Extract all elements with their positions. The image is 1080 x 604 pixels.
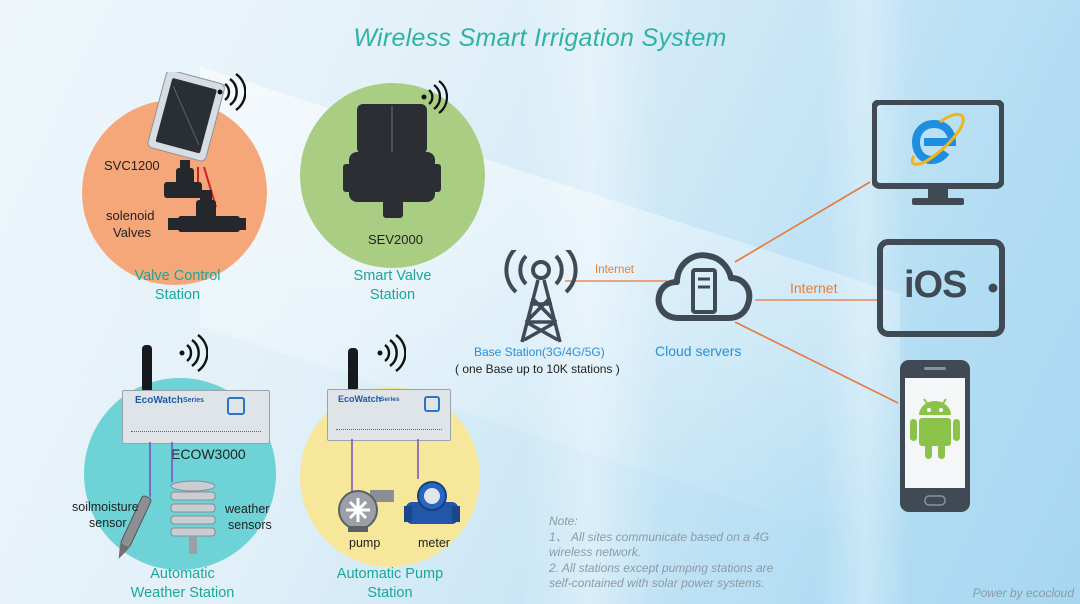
valves-label: Valves [113,225,152,240]
pump-wires [351,439,419,494]
cloud-servers-caption: Cloud servers [655,343,742,359]
tablet-icon [877,239,1005,337]
cloud-server-icon [655,252,753,321]
internet-label-cloud: Internet [790,280,838,296]
note-block: Note: 1、 All sites communicate based on … [549,514,774,590]
wifi-signal-icon [217,73,246,111]
solenoid-valves-icon [164,160,246,232]
ecowatch-device-box: EcoWatch Series [122,390,270,444]
desktop-monitor-icon [872,100,1004,205]
wifi-signal-icon [179,334,208,372]
sev2000-label: SEV2000 [368,232,423,247]
ecowatch-series: Series [380,396,400,403]
wifi-signal-icon [421,80,448,114]
ecowatch-logo-icon [227,397,245,415]
ecowatch-series: Series [183,397,205,404]
pump-label: pump [349,536,381,550]
pump-station-caption: Automatic Pump Station [336,566,444,601]
cloud-to-phone-line [734,321,899,404]
base-station-capacity: ( one Base up to 10K stations ) [455,362,620,376]
soil-moisture-probe-icon [118,495,152,559]
soil-sensor-label: sensor [89,516,127,530]
cell-tower-icon [504,250,578,343]
terminal-strip [336,429,442,433]
sensor-wires [149,442,173,497]
smart-valve-station-caption: Smart Valve Station [353,268,432,303]
valve-control-station-caption: Valve Control Station [134,268,221,303]
internet-label-base: Internet [595,264,634,276]
meter-label: meter [418,536,450,550]
android-icon [910,398,960,459]
terminal-strip [131,431,261,435]
weather-station-caption: Automatic Weather Station [130,566,235,601]
weather-label: weather [225,502,270,516]
footer-credit: Power by ecocloud [972,586,1074,600]
weather-sensors-label: sensors [228,518,272,532]
internet-explorer-icon [910,112,965,166]
base-station-caption: Base Station(3G/4G/5G) [474,345,605,359]
wifi-signal-icon [377,334,406,372]
antenna-icon [348,348,358,392]
solenoid-label: solenoid [106,208,155,223]
solar-controller-icon [147,72,225,208]
ecowatch-logo-icon [424,396,440,412]
ios-text: iOS [904,264,967,306]
soilmoisture-label: soilmoisture [72,500,139,514]
ecow3000-label: ECOW3000 [171,446,246,462]
diagram-title: Wireless Smart Irrigation System [353,24,727,52]
antenna-icon [142,345,152,393]
smart-valve-icon [343,104,441,218]
weather-sensor-shield-icon [170,480,216,554]
water-meter-icon [404,481,460,524]
ecowatch-brand: EcoWatch [338,394,382,404]
pump-icon [338,490,394,532]
ecowatch-device-box: EcoWatch Series [327,389,451,441]
ecowatch-brand: EcoWatch [135,395,183,406]
cloud-to-desktop-line [734,181,871,263]
svc1200-label: SVC1200 [104,158,160,173]
